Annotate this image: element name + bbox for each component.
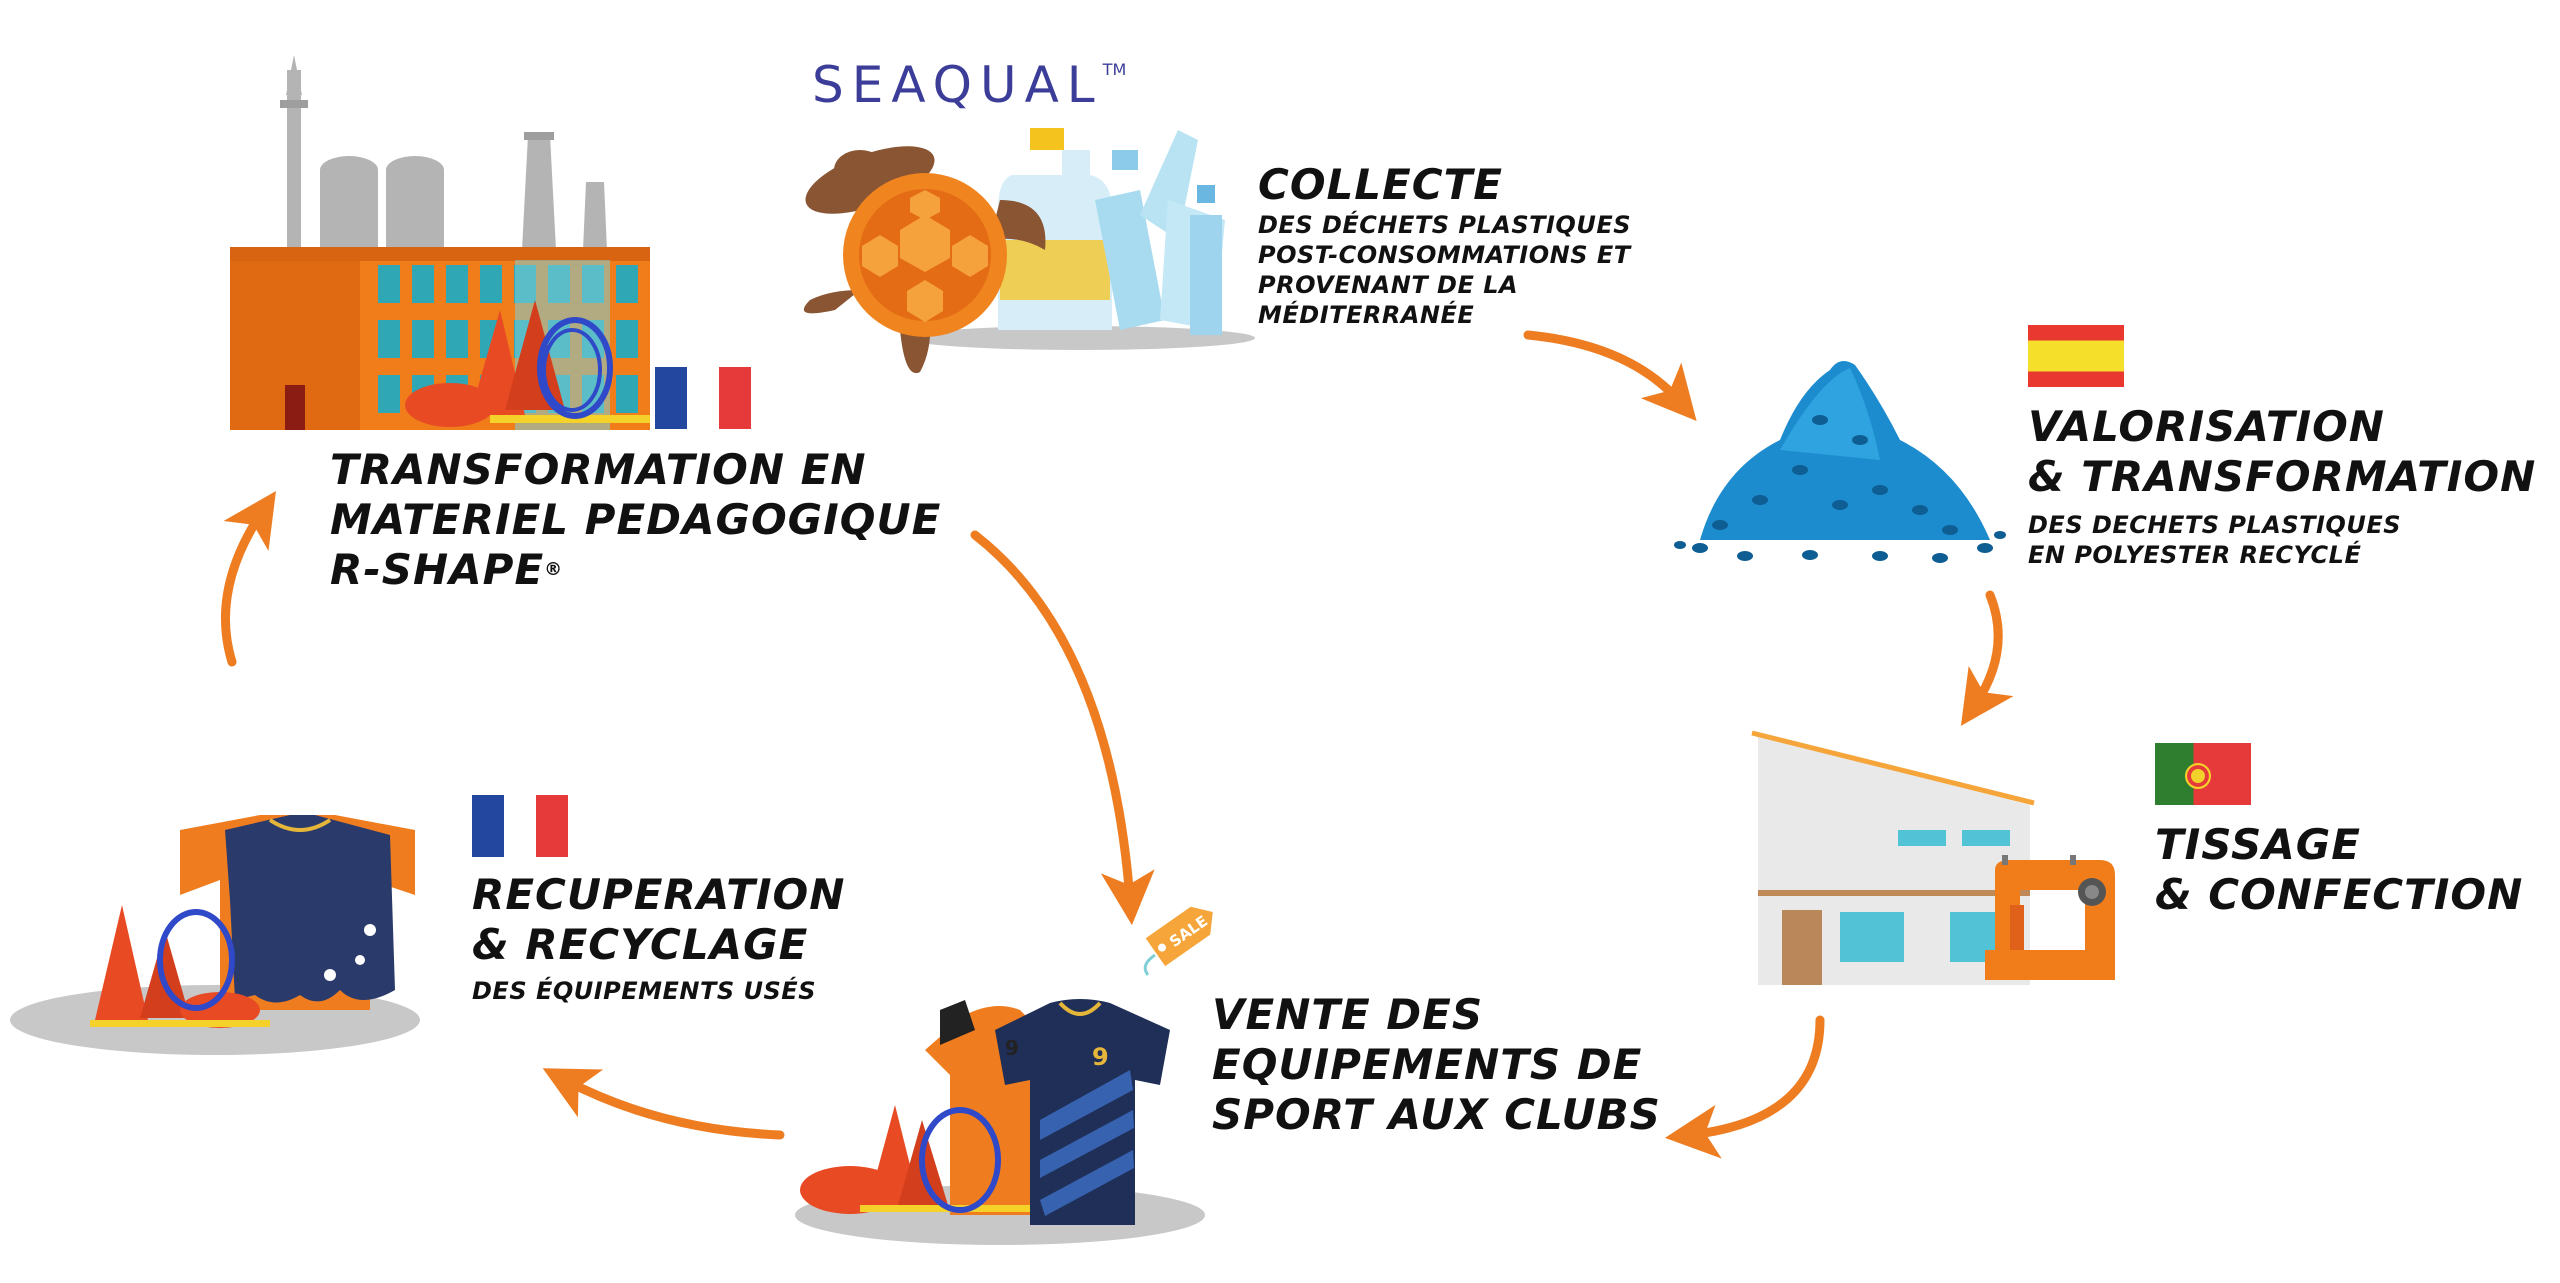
flag-france-recuperation (472, 795, 568, 857)
jersey-number: 9 (1092, 1043, 1109, 1071)
sale-tag-string (1143, 953, 1156, 976)
step-collecte-desc-4: MÉDITERRANÉE (1258, 301, 1475, 329)
step-valorisation-desc-2: EN POLYESTER RECYCLÉ (2028, 541, 2362, 569)
workshop-building-icon (1751, 730, 2035, 985)
plastic-bottles-icon (905, 128, 1255, 350)
step-tissage-title-1: TISSAGE (2155, 820, 2361, 869)
arrow-valorisation-to-tissage (1960, 590, 2014, 726)
training-cones-icon (405, 300, 650, 427)
step-recuperation: RECUPERATION & RECYCLAGE DES ÉQUIPEMENTS… (472, 870, 845, 1006)
sport-jerseys-icon: 9 9 (795, 999, 1205, 1245)
step-valorisation-title-2: & TRANSFORMATION (2028, 452, 2537, 501)
step-tissage: TISSAGE & CONFECTION (2155, 820, 2523, 920)
registered-mark: ® (544, 559, 564, 580)
step-transformation-title-2: MATERIEL PEDAGOGIQUE (330, 495, 942, 544)
turtle-icon (803, 146, 1046, 374)
step-tissage-title-2: & CONFECTION (2155, 870, 2524, 919)
step-collecte-desc-1: DES DÉCHETS PLASTIQUES (1258, 211, 1631, 239)
step-collecte-title: COLLECTE (1258, 160, 1503, 209)
arrow-collecte-to-valorisation (1523, 330, 1697, 421)
step-vente-title-1: VENTE DES (1212, 990, 1484, 1039)
step-collecte-desc-3: PROVENANT DE LA (1258, 271, 1519, 299)
agility-hoop-icon (157, 909, 235, 1011)
arrow-recuperation-to-transformation (220, 491, 276, 667)
agility-hoop-icon (542, 328, 602, 412)
arrow-transformation-to-vente (970, 530, 1155, 926)
step-valorisation-title-1: VALORISATION (2028, 402, 2385, 451)
step-transformation: TRANSFORMATION EN MATERIEL PEDAGOGIQUE R… (330, 445, 941, 595)
training-cones-icon (90, 905, 270, 1028)
factory-icon (230, 55, 650, 430)
step-recuperation-title-1: RECUPERATION (472, 870, 846, 919)
step-vente-title-2: EQUIPEMENTS DE (1212, 1040, 1643, 1089)
seaqual-trademark: TM (1102, 60, 1127, 79)
step-recuperation-desc-1: DES ÉQUIPEMENTS USÉS (472, 977, 816, 1005)
seaqual-logo-text: SEAQUAL (812, 56, 1103, 114)
step-vente-title-3: SPORT AUX CLUBS (1212, 1090, 1661, 1139)
step-transformation-title-3: R-SHAPE (330, 545, 545, 594)
seaqual-logo: SEAQUALTM (812, 56, 1126, 114)
step-recuperation-title-2: & RECYCLAGE (472, 920, 809, 969)
step-valorisation: VALORISATION & TRANSFORMATION DES DECHET… (2028, 402, 2536, 570)
agility-hoop-icon (537, 317, 613, 419)
cycle-arrows (220, 330, 2014, 1159)
jersey-number: 9 (1005, 1036, 1019, 1060)
agility-hoop-icon (919, 1107, 1001, 1213)
flag-france-transformation (655, 367, 751, 429)
step-vente: VENTE DES EQUIPEMENTS DE SPORT AUX CLUBS (1212, 990, 1661, 1140)
flag-portugal (2155, 743, 2251, 805)
arrow-tissage-to-vente (1664, 1015, 1825, 1159)
step-transformation-title-1: TRANSFORMATION EN (330, 445, 867, 494)
step-collecte-desc-2: POST-CONSOMMATIONS ET (1258, 241, 1631, 269)
sewing-machine-icon (1985, 855, 2115, 980)
sale-tag-icon: SALE (1145, 906, 1213, 967)
polyester-pellets-icon (1674, 361, 2006, 563)
step-valorisation-desc-1: DES DECHETS PLASTIQUES (2028, 511, 2401, 539)
portugal-seal-icon (2185, 763, 2211, 789)
step-collecte: COLLECTE DES DÉCHETS PLASTIQUES POST-CON… (1258, 160, 1631, 330)
arrow-vente-to-recuperation (542, 1068, 785, 1140)
flag-spain (2028, 325, 2124, 387)
